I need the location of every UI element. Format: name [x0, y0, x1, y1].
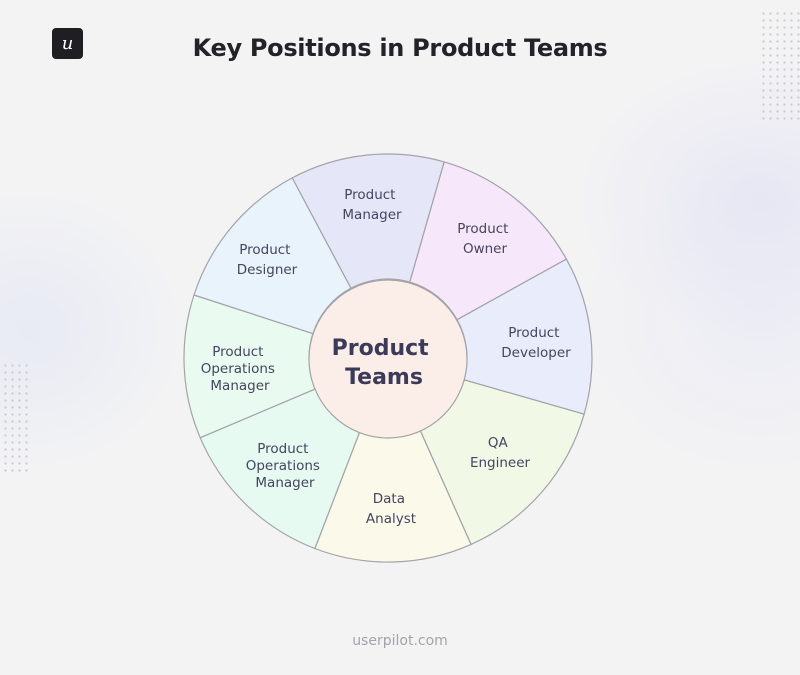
dot-grid-decoration-top-right [760, 10, 800, 122]
label-product-manager: Product Manager [342, 187, 402, 223]
logo-glyph: u [61, 33, 74, 54]
label-product-operations-manager-upper: Product Operations Manager [201, 344, 280, 394]
userpilot-logo-icon: u [52, 28, 83, 59]
label-data-analyst: Data Analyst [366, 491, 416, 527]
label-product-operations-manager-lower: Product Operations Manager [246, 441, 325, 491]
footer-watermark: userpilot.com [352, 633, 448, 649]
page-title: Key Positions in Product Teams [192, 34, 608, 62]
label-qa-engineer: QA Engineer [470, 435, 531, 471]
label-product-designer: Product Designer [237, 242, 298, 278]
center-circle [308, 279, 468, 439]
center-label: Product Teams [332, 336, 437, 390]
label-product-owner: Product Owner [457, 221, 513, 257]
dot-grid-decoration-left [2, 362, 28, 474]
label-product-developer: Product Developer [501, 325, 571, 361]
segment-product-manager [291, 153, 445, 290]
